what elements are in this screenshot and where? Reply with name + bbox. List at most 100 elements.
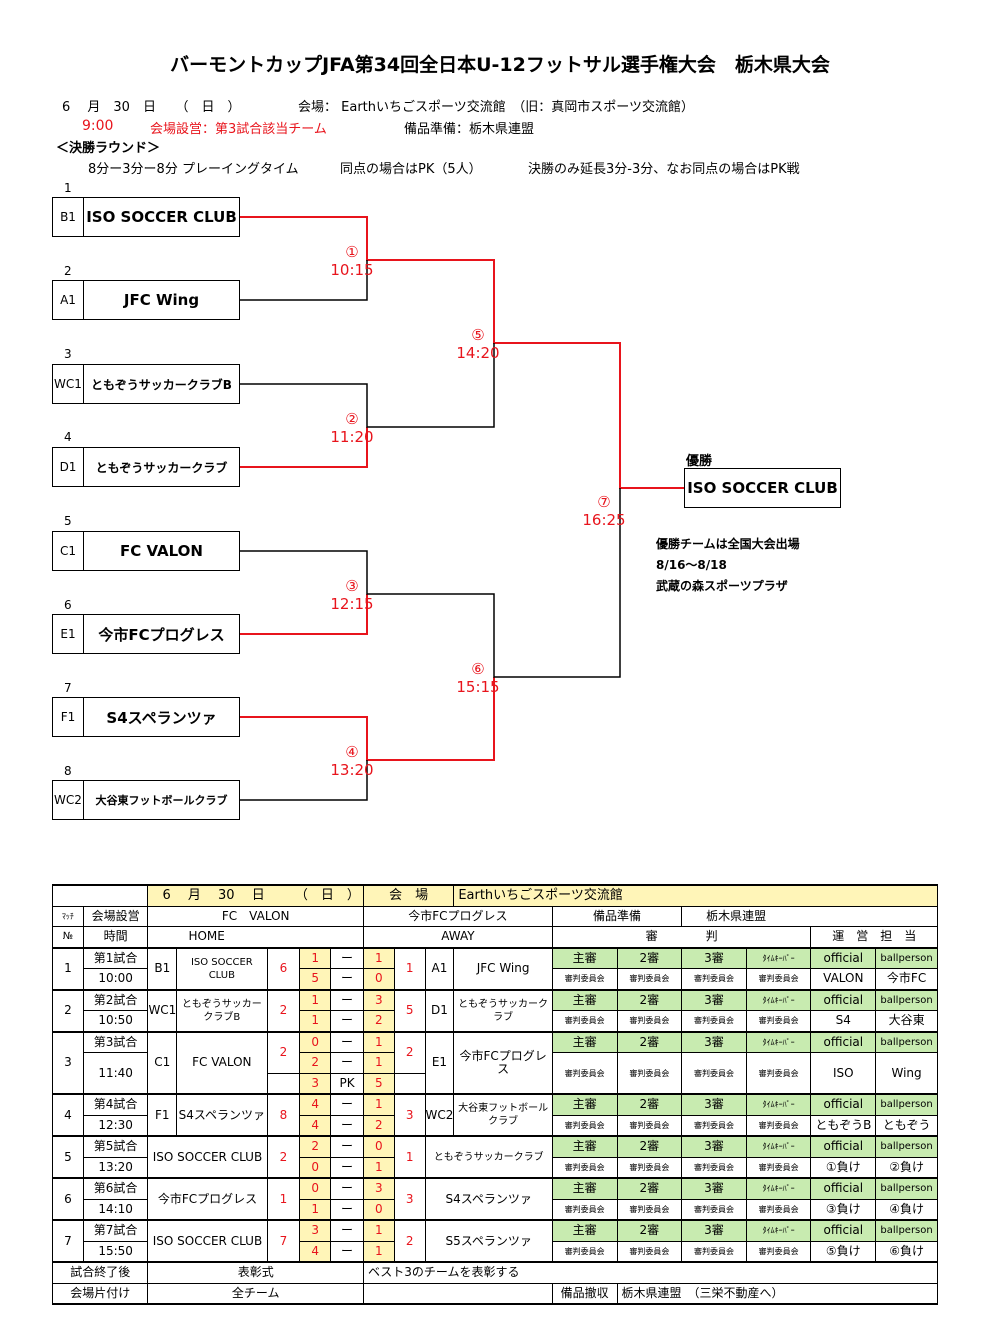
away-half-score: 1 [362,946,395,969]
ops-role: official [810,1177,877,1200]
referee-assign: 審判委員会 [681,1010,747,1032]
away-half-score: 1 [362,1156,395,1179]
away-score: 5 [393,988,426,1032]
home-score: 2 [266,1030,301,1074]
ref-role: 主審 [551,1135,618,1158]
setup-team-1: FC VALON [147,905,364,927]
score-dash: ー [330,946,364,969]
ops-role: official [810,988,877,1011]
ref-role: 2審 [616,1030,683,1053]
table-row: 11:40 2 ー 1 審判委員会 審判委員会 審判委員会 審判委員会 ISO … [53,1052,938,1095]
score-dash: ー [330,1219,364,1242]
home-pk-score: 3 [299,1072,332,1095]
ops-assign: S4 [810,1010,877,1032]
home-half-score: 1 [299,1198,332,1221]
away-half-score: 2 [362,1114,395,1137]
match-label: ① 10:15 [322,243,382,279]
home-seed: C1 [147,1030,178,1095]
match-number: ⑦ [597,493,611,511]
table-row: 10:00 5 ー 0 審判委員会 審判委員会 審判委員会 審判委員会 VALO… [53,968,938,990]
after-match-value: 表彰式 [147,1261,364,1284]
ops-col: 運 営 担 当 [810,926,938,948]
home-team: ISO SOCCER CLUB [147,1219,268,1263]
match-title: 第7試合 [82,1219,149,1242]
table-row: 試合終了後 表彰式 ベスト3のチームを表彰する [51,1261,939,1284]
bracket-team: B1 ISO SOCCER CLUB [52,197,240,237]
note-line: 優勝チームは全国大会出場 [656,537,800,551]
after-match-note: ベスト3のチームを表彰する [362,1261,939,1284]
referee-assign: 審判委員会 [681,1240,747,1263]
schedule-header-setup: ﾏｯﾁ 会場設営 FC VALON 今市FCプログレス 備品準備 栃木県連盟 [52,905,938,927]
ref-role: 主審 [551,1093,618,1116]
ops-assign: 大谷東 [875,1010,938,1032]
ref-role: 3審 [681,988,747,1011]
match-label: ⑤ 14:20 [448,326,508,362]
team-name: ISO SOCCER CLUB [86,208,237,226]
home-half-score: 4 [299,1240,332,1263]
ops-assign: ③負け [810,1198,877,1221]
pk-label: PK [330,1072,364,1095]
ref-role: ﾀｲﾑｷｰﾊﾟｰ [745,1177,812,1200]
away-seed: E1 [424,1030,455,1095]
table-row: 7 第7試合 ISO SOCCER CLUB 7 3 ー 1 2 S5スペランツ… [52,1219,938,1263]
team-name: JFC Wing [123,291,200,309]
away-half-score: 1 [362,1093,395,1116]
match-time: 15:50 [82,1240,149,1263]
away-team: JFC Wing [453,946,553,990]
match-time: 11:20 [330,428,374,446]
bracket-slot-number: 1 [64,181,72,195]
score-dash: ー [330,1030,364,1053]
away-team: 今市FCプログレス [453,1030,553,1095]
home-team: ISO SOCCER CLUB [176,946,268,990]
score-dash: ー [330,968,364,990]
bracket-slot-number: 7 [64,681,72,695]
match-time: 12:15 [330,595,374,613]
match-label: ④ 13:20 [322,743,382,779]
ops-role: official [810,1030,877,1053]
team-seed: D1 [53,448,84,486]
ops-assign: 今市FC [875,968,938,990]
referee-assign: 審判委員会 [551,1010,618,1032]
bracket-team: A1 JFC Wing [52,280,240,320]
home-team: S4スペランツァ [176,1093,268,1137]
ref-role: 2審 [616,1135,683,1158]
away-half-score: 0 [362,968,395,990]
away-score: 2 [393,1030,426,1074]
match-no: 7 [52,1219,84,1263]
home-score: 6 [266,946,301,990]
match-col-label: ﾏｯﾁ [52,905,84,927]
ops-role: official [810,1093,877,1116]
venue-setup: 会場設営：第3試合該当チーム [150,122,327,137]
match-time: 10:00 [82,968,149,990]
referee-assign: 審判委員会 [745,1240,812,1263]
cleanup-label: 会場片付け [51,1282,149,1305]
referee-assign: 審判委員会 [616,1198,683,1221]
referee-assign: 審判委員会 [551,968,618,990]
referee-assign: 審判委員会 [551,1052,618,1095]
referee-assign: 審判委員会 [681,1114,747,1137]
ops-assign: ⑤負け [810,1240,877,1263]
home-score: 8 [266,1093,301,1137]
home-half-score: 5 [299,968,332,990]
ops-assign: VALON [810,968,877,990]
home-score: 2 [266,1135,301,1179]
page-title: バーモントカップJFA第34回全日本U-12フットサル選手権大会 栃木県大会 [170,54,830,76]
ref-role: 3審 [681,1219,747,1242]
winner-box: ISO SOCCER CLUB [684,468,841,508]
home-half-score: 2 [299,1135,332,1158]
ref-role: 主審 [551,1030,618,1053]
table-row: 5 第5試合 ISO SOCCER CLUB 2 2 ー 0 1 ともぞうサッカ… [52,1135,938,1179]
venue-name: Earthいちごスポーツ交流館 [453,884,938,907]
ops-role: ballperson [875,1030,938,1053]
bracket-lines [240,216,684,801]
match-title: 第6試合 [82,1177,149,1200]
ref-role: ﾀｲﾑｷｰﾊﾟｰ [745,1093,812,1116]
score-dash: ー [330,1156,364,1179]
ref-role: 3審 [681,1030,747,1053]
time-col: 時間 [82,926,149,948]
match-label: ⑦ 16:25 [574,493,634,529]
home-seed: F1 [147,1093,178,1137]
match-no: 1 [52,946,84,990]
bracket-slot-number: 3 [64,347,72,361]
score-dash: ー [330,1114,364,1137]
